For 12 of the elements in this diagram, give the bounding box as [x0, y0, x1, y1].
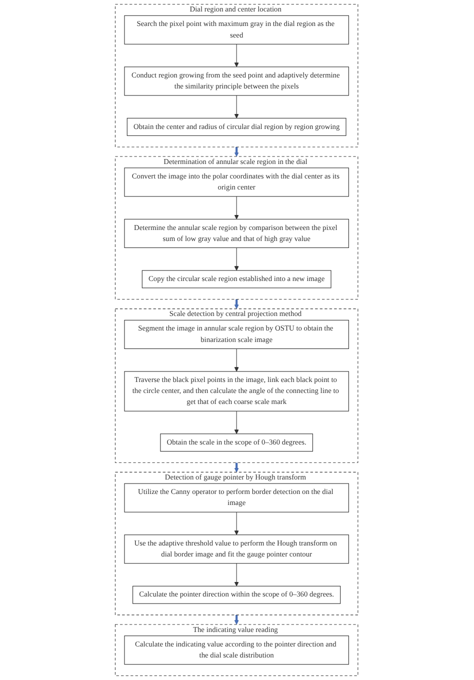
arrow	[234, 410, 240, 434]
arrow	[234, 196, 240, 220]
arrow	[234, 614, 240, 625]
arrow	[234, 512, 240, 536]
arrow	[234, 44, 240, 68]
arrow	[234, 95, 240, 118]
arrow	[234, 563, 240, 586]
arrow	[234, 299, 240, 310]
arrow	[234, 462, 240, 472]
arrow	[234, 247, 240, 271]
arrow	[234, 348, 240, 372]
arrow	[234, 146, 240, 157]
